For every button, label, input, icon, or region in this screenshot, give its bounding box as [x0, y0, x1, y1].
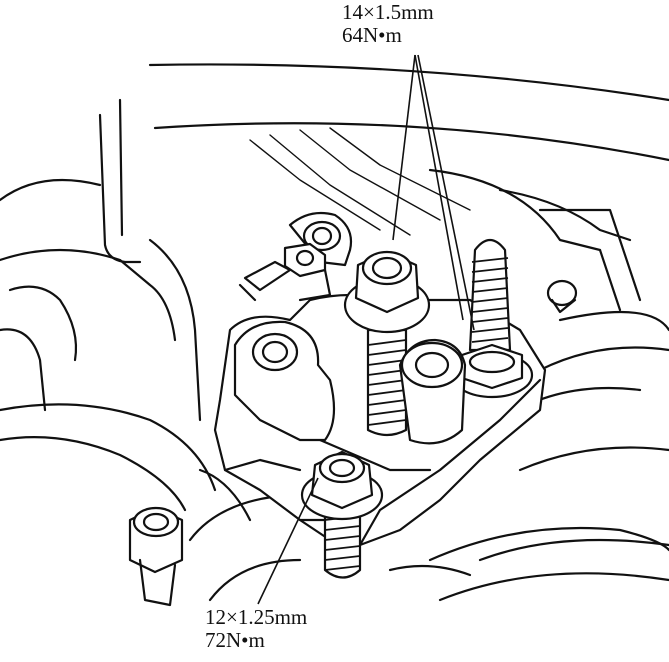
housing-outline: [0, 63, 669, 602]
stud-14x1.5-right: [450, 238, 534, 399]
bolt-12x1.25-lower: [300, 450, 384, 579]
top-bolt-callout: 14×1.5mm 64N•m: [342, 1, 434, 47]
threaded-boss: [398, 338, 467, 445]
bottom-leader-line: [257, 477, 319, 605]
top-bolt-size: 14×1.5mm: [342, 0, 434, 24]
bottom-bolt-size: 12×1.25mm: [205, 605, 308, 629]
bottom-bolt-callout: 12×1.25mm 72N•m: [205, 606, 307, 652]
dowel-pin: [546, 279, 578, 314]
top-leader-lines: [392, 54, 475, 331]
bolt-14x1.5-center: [343, 250, 431, 437]
side-nut: [128, 506, 184, 607]
top-bolt-torque: 64N•m: [342, 23, 402, 47]
bottom-bolt-torque: 72N•m: [205, 628, 265, 652]
